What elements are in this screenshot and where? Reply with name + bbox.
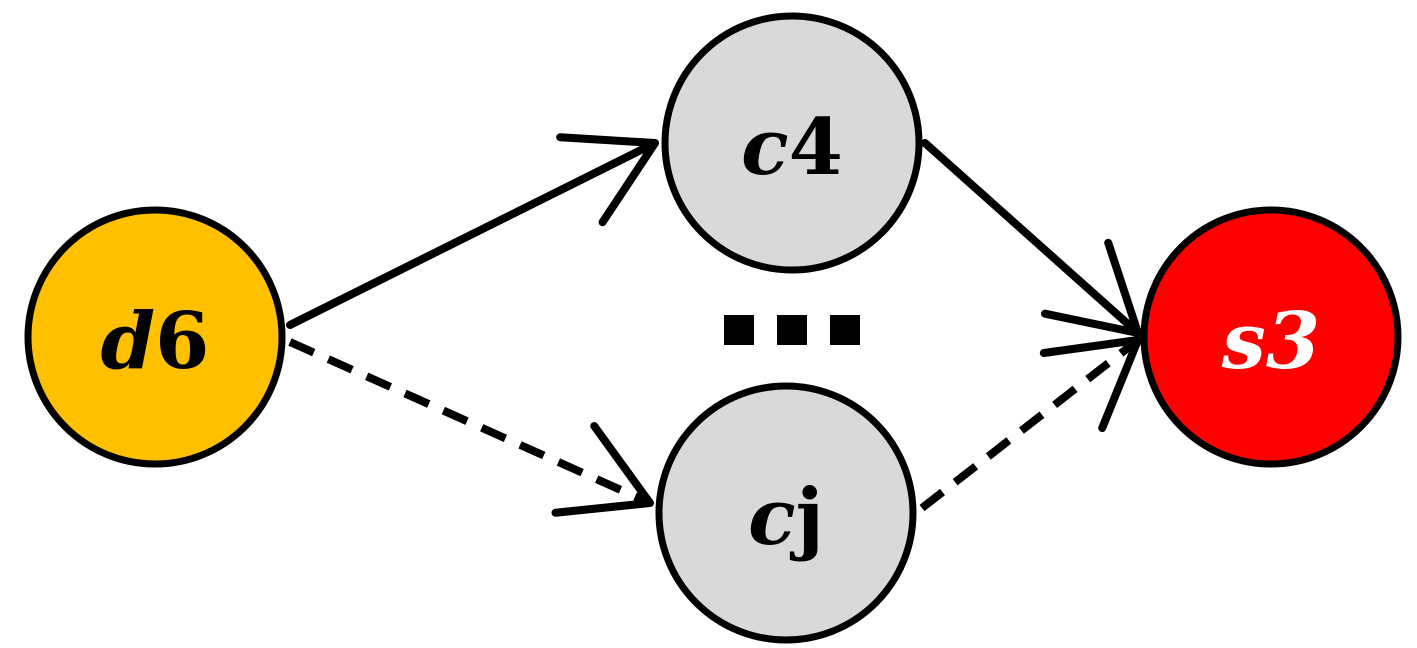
edge-line: [921, 139, 1142, 337]
edge-d6-cj: [288, 338, 654, 517]
node-circle: [655, 382, 917, 644]
arrowhead-icon: [556, 133, 659, 227]
node-c4: c4: [661, 12, 923, 274]
arrowhead-icon: [1040, 238, 1142, 337]
node-label-prefix: d: [101, 296, 156, 387]
node-label-suffix: j: [790, 472, 824, 563]
ellipsis-dot: [777, 315, 807, 345]
node-label: c4: [741, 102, 843, 193]
node-label-prefix: s: [1221, 296, 1266, 387]
node-label-suffix: 6: [155, 296, 209, 387]
node-circle: [1140, 206, 1402, 468]
edge-line: [286, 139, 659, 329]
node-label: s3: [1221, 296, 1320, 387]
edge-line: [288, 338, 652, 507]
arrowhead-icon: [551, 422, 654, 517]
edge-line: [919, 336, 1141, 512]
edge-cj-s3: [919, 336, 1142, 512]
ellipsis-dot: [830, 315, 860, 345]
edges-layer: [286, 133, 1142, 517]
node-label: d6: [101, 296, 210, 387]
ellipsis-dot: [724, 315, 754, 345]
node-label-prefix: c: [741, 102, 789, 193]
node-circle: [24, 206, 286, 468]
edge-c4-s3: [921, 139, 1142, 337]
arrowhead-icon: [1039, 336, 1142, 433]
node-s3: s3: [1140, 206, 1402, 468]
node-label-suffix: 4: [789, 102, 843, 193]
node-label-prefix: c: [748, 472, 796, 563]
ellipsis-icon: [724, 315, 860, 345]
edge-d6-c4: [286, 133, 659, 329]
node-cj: cj: [655, 382, 917, 644]
node-label-suffix: 3: [1266, 296, 1320, 387]
node-d6: d6: [24, 206, 286, 468]
node-circle: [661, 12, 923, 274]
node-label: cj: [748, 472, 824, 563]
